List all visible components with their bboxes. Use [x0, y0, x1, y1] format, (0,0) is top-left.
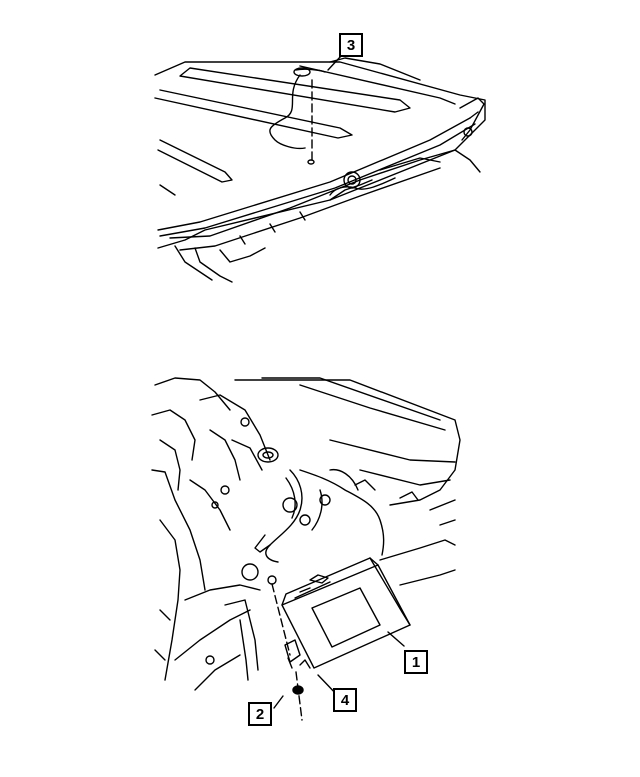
roof-edge-front [157, 117, 471, 231]
nut-axis [295, 671, 303, 721]
callout-1: 1 [404, 650, 428, 674]
roof-rib [179, 67, 411, 113]
roof-rib [157, 139, 233, 183]
mounting-axis-upper [271, 583, 291, 656]
mounting-stud [267, 575, 277, 585]
callout-2: 2 [248, 702, 272, 726]
receiver-module [281, 557, 411, 669]
module-mounting-view [151, 55, 461, 721]
leader-1 [387, 631, 405, 647]
roof-panel [154, 61, 486, 249]
antenna-hole [307, 159, 315, 165]
nut [292, 685, 304, 695]
wire-harness [265, 469, 303, 563]
leader-3 [327, 55, 342, 71]
floor-panel [234, 379, 461, 506]
roof-assembly-view [154, 57, 486, 283]
callout-4: 4 [333, 688, 357, 712]
leader-2 [273, 695, 284, 709]
callout-3: 3 [339, 33, 363, 57]
roof-rib [154, 89, 353, 139]
antenna-cable [269, 74, 306, 150]
